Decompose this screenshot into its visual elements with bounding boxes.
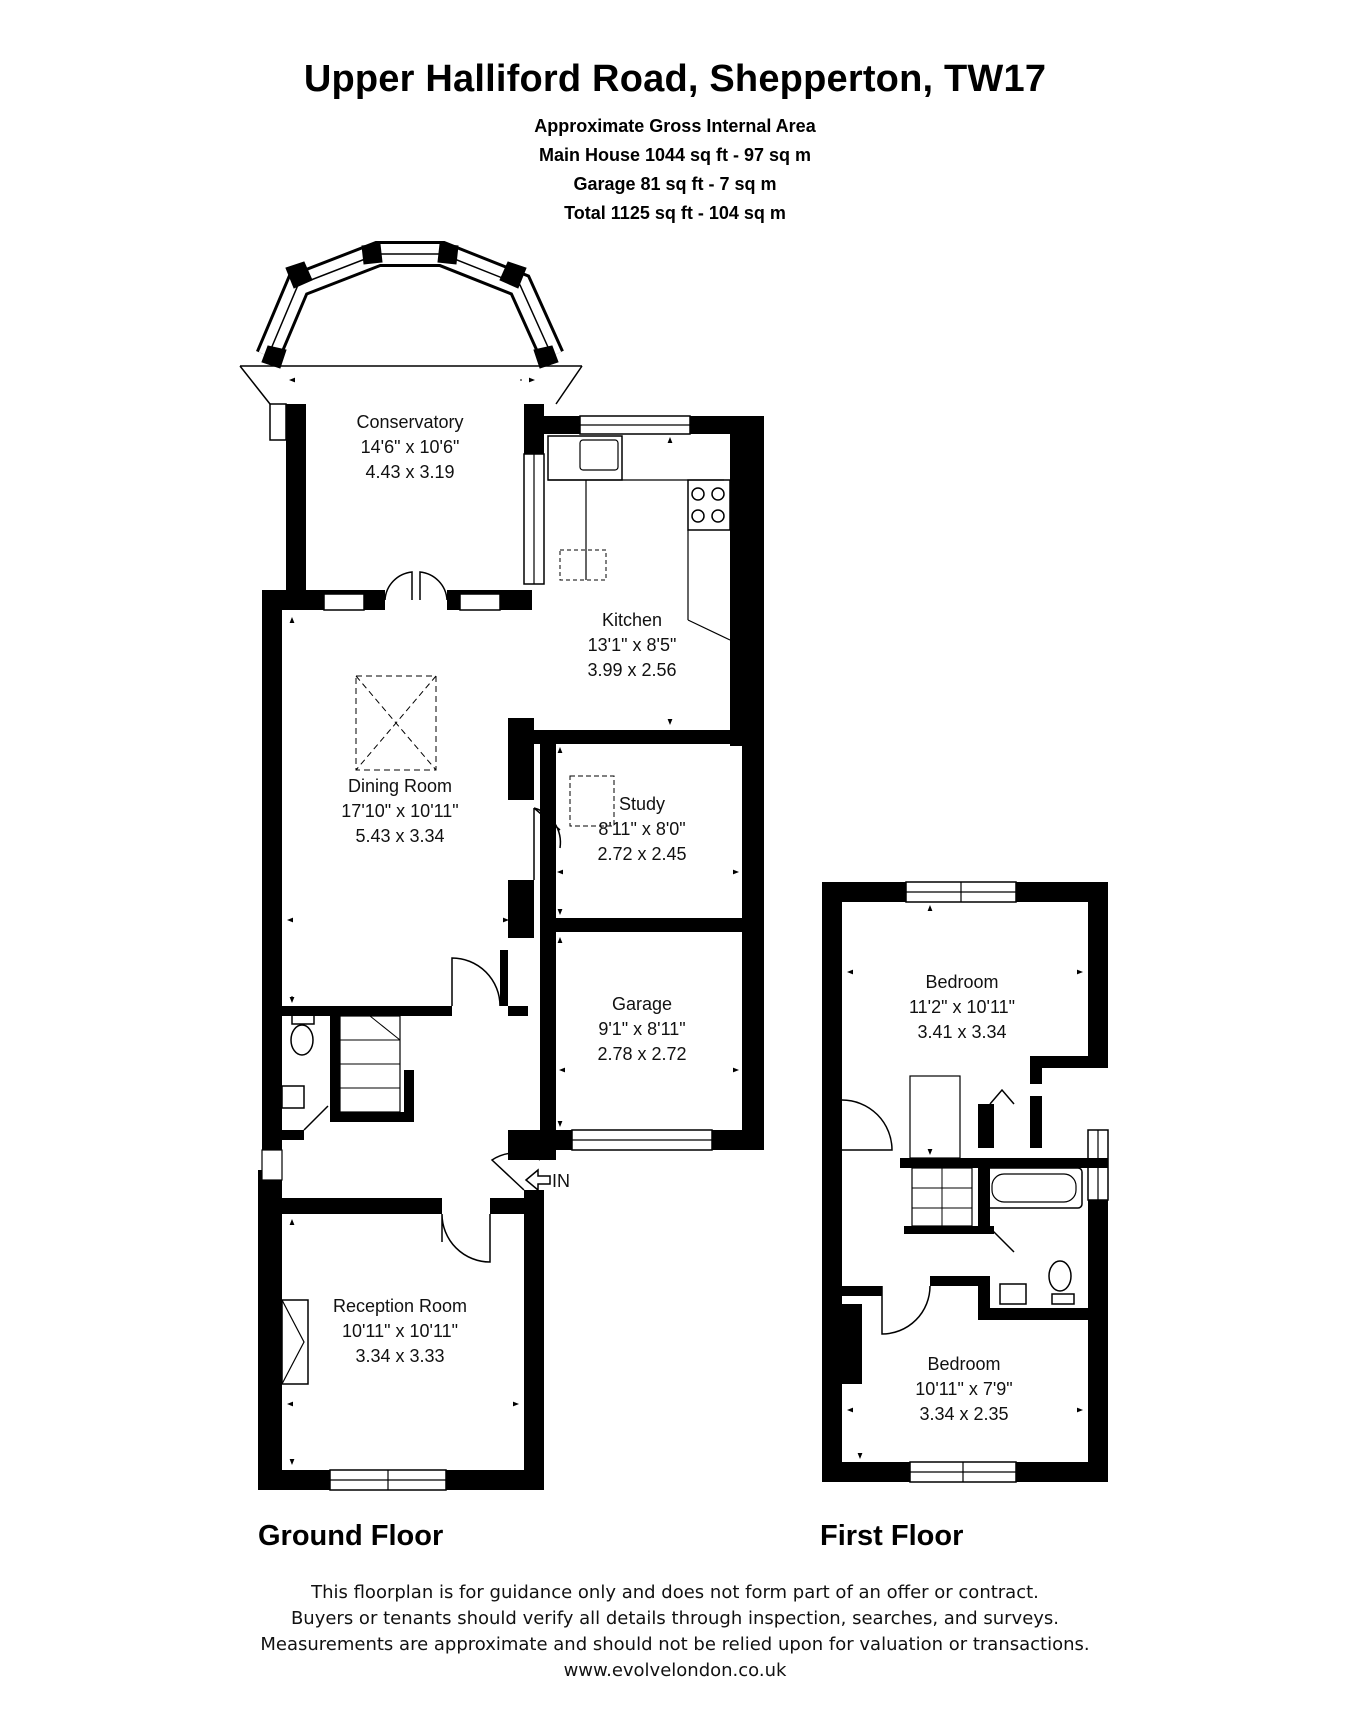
kitchen-imperial: 13'1" x 8'5" (588, 635, 677, 655)
website-link[interactable]: www.evolvelondon.co.uk (563, 1660, 787, 1681)
area-summary: Approximate Gross Internal Area Main Hou… (0, 112, 1350, 228)
disclaimer-line-3: Measurements are approximate and should … (260, 1634, 1090, 1655)
disclaimer: This floorplan is for guidance only and … (0, 1580, 1350, 1684)
dining-name: Dining Room (348, 776, 452, 796)
first-floor-plan: Bedroom 11'2" x 10'11" 3.41 x 3.34 Bedro… (822, 881, 1109, 1483)
reception-name: Reception Room (333, 1296, 467, 1316)
bedroom1-imperial: 11'2" x 10'11" (909, 997, 1015, 1017)
garage-name: Garage (612, 994, 672, 1014)
reception-metric: 3.34 x 3.33 (355, 1346, 444, 1366)
conservatory-name: Conservatory (356, 412, 463, 432)
bedroom2-metric: 3.34 x 2.35 (919, 1404, 1008, 1424)
study-metric: 2.72 x 2.45 (597, 844, 686, 864)
conservatory-metric: 4.43 x 3.19 (365, 462, 454, 482)
bedroom2-imperial: 10'11" x 7'9" (915, 1379, 1012, 1399)
bedroom1-name: Bedroom (925, 972, 998, 992)
entrance-arrow-icon (524, 1168, 551, 1192)
study-name: Study (619, 794, 665, 814)
ground-floor-plan: Conservatory 14'6" x 10'6" 4.43 x 3.19 K… (239, 241, 764, 1491)
disclaimer-line-1: This floorplan is for guidance only and … (311, 1582, 1039, 1603)
first-floor-label: First Floor (820, 1520, 964, 1552)
garage-imperial: 9'1" x 8'11" (598, 1019, 685, 1039)
conservatory-imperial: 14'6" x 10'6" (361, 437, 460, 457)
dining-imperial: 17'10" x 10'11" (341, 801, 458, 821)
reception-imperial: 10'11" x 10'11" (342, 1321, 458, 1341)
area-total: Total 1125 sq ft - 104 sq m (564, 203, 786, 223)
conservatory-bay (239, 241, 583, 405)
disclaimer-line-2: Buyers or tenants should verify all deta… (290, 1608, 1060, 1629)
area-garage: Garage 81 sq ft - 7 sq m (573, 174, 777, 194)
area-main-house: Main House 1044 sq ft - 97 sq m (538, 145, 812, 165)
bedroom1-metric: 3.41 x 3.34 (917, 1022, 1006, 1042)
entrance-label: IN (552, 1171, 570, 1191)
page-title: Upper Halliford Road, Shepperton, TW17 (303, 58, 1047, 100)
dining-metric: 5.43 x 3.34 (355, 826, 444, 846)
garage-metric: 2.78 x 2.72 (597, 1044, 686, 1064)
kitchen-metric: 3.99 x 2.56 (587, 660, 676, 680)
kitchen-name: Kitchen (602, 610, 662, 630)
study-imperial: 8'11" x 8'0" (598, 819, 685, 839)
bedroom2-name: Bedroom (927, 1354, 1000, 1374)
ground-floor-label: Ground Floor (258, 1520, 444, 1552)
area-heading: Approximate Gross Internal Area (534, 116, 816, 136)
